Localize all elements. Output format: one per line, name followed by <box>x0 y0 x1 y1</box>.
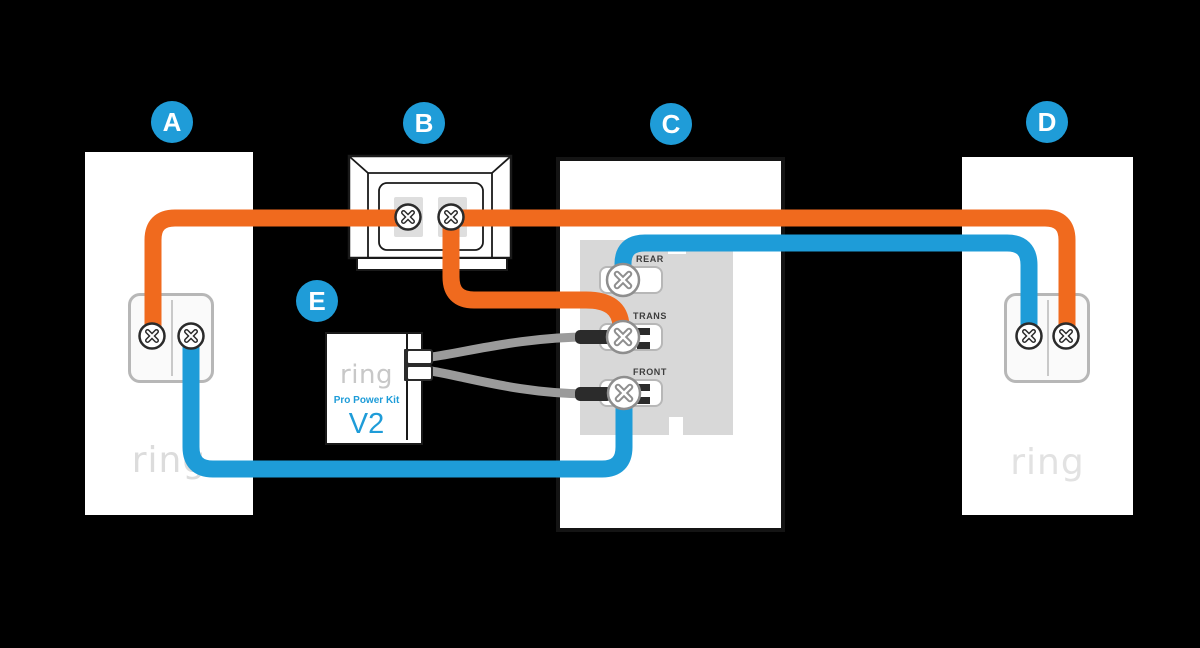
badge-a: A <box>151 101 193 143</box>
wire-gray-kit-to-trans <box>430 332 591 362</box>
terminal-block-divider <box>1047 300 1049 376</box>
badge-b: B <box>403 102 445 144</box>
ring-logo-d: ring <box>1010 442 1085 483</box>
terminal-block-divider <box>171 300 173 376</box>
transformer-bevel-lines <box>349 156 511 174</box>
spade-connector-trans <box>575 330 612 344</box>
screw-d-right <box>1052 322 1080 350</box>
terminal-clamp-front <box>637 384 650 404</box>
screw-chime-front <box>606 375 642 411</box>
wire-blue-a-to-front <box>182 336 633 478</box>
terminal-label-front: FRONT <box>633 367 667 377</box>
screw-d-left <box>1015 322 1043 350</box>
wire-blue-d-to-rear <box>614 234 1038 336</box>
wire-orange-a-to-transformer <box>144 209 410 340</box>
pro-power-kit-label: Pro Power Kit <box>333 395 400 406</box>
terminal-label-trans: TRANS <box>633 311 667 321</box>
pro-power-kit-version: V2 <box>348 408 385 440</box>
wire-orange-transformer-to-trans <box>442 218 632 342</box>
ring-logo-kit: ring <box>340 360 393 390</box>
badge-e: E <box>296 280 338 322</box>
screw-chime-trans <box>605 319 641 355</box>
screw-chime-rear <box>605 262 641 298</box>
terminal-clamp-trans <box>637 328 650 349</box>
wire-orange-transformer-to-d <box>451 209 1076 340</box>
screw-transformer-left <box>394 203 422 231</box>
plate-slot-bottom <box>669 417 683 435</box>
terminal-label-rear: REAR <box>636 254 664 264</box>
wire-gray-kit-to-front <box>430 366 591 399</box>
screw-a-right <box>177 322 205 350</box>
screw-transformer-right <box>437 203 465 231</box>
badge-c: C <box>650 103 692 145</box>
spade-connector-front <box>575 387 612 401</box>
transformer-base <box>356 257 508 271</box>
screw-a-left <box>138 322 166 350</box>
badge-d: D <box>1026 101 1068 143</box>
pro-power-kit-divider <box>406 333 408 440</box>
power-kit-connector <box>404 349 433 381</box>
